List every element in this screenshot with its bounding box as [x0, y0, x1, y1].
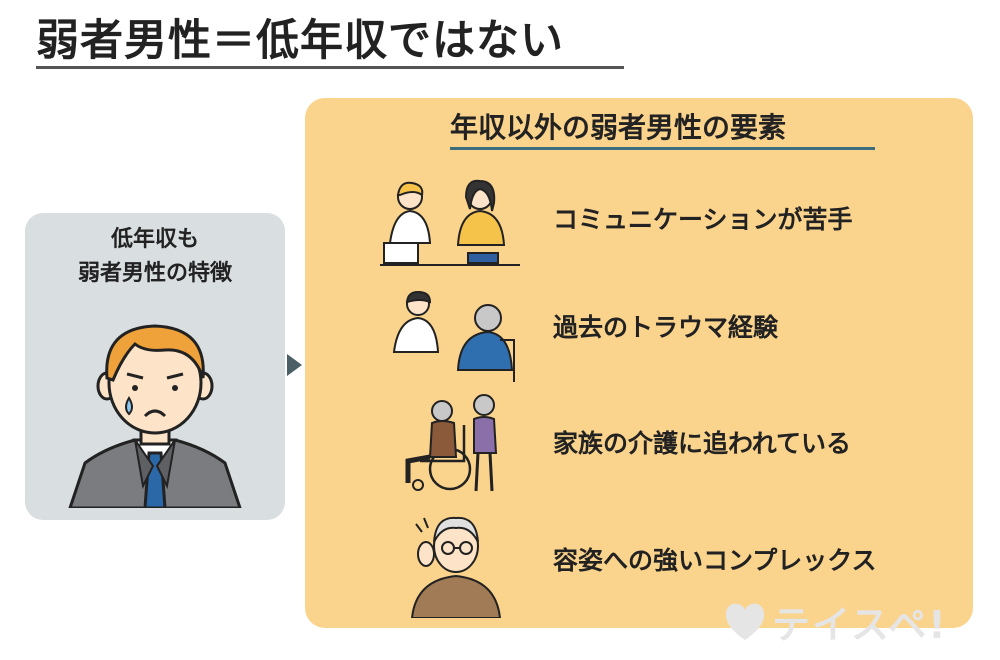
left-card-line1: 低年収も	[110, 227, 199, 252]
arrow-right-icon	[287, 354, 302, 376]
right-card-heading-underline	[450, 147, 875, 150]
list-item: 過去のトラウマ経験	[305, 290, 973, 390]
left-card-text: 低年収も 弱者男性の特徴	[25, 223, 285, 291]
left-card: 低年収も 弱者男性の特徴	[25, 213, 285, 520]
item-label: 家族の介護に追われている	[553, 429, 852, 458]
watermark-text: テイスペ!	[772, 603, 948, 647]
list-item: 容姿への強いコンプレックス	[305, 508, 973, 618]
wheelchair-care-icon	[405, 394, 498, 492]
right-card: 年収以外の弱者男性の要素 コミュニケーションが苦手	[305, 98, 973, 628]
item-label: 過去のトラウマ経験	[553, 313, 779, 342]
heart-pencil-icon	[725, 603, 765, 640]
conversation-people-icon	[380, 179, 520, 266]
item-label: 容姿への強いコンプレックス	[553, 546, 877, 575]
left-card-line2: 弱者男性の特徴	[77, 261, 232, 286]
title-underline	[36, 66, 624, 69]
right-card-heading: 年収以外の弱者男性の要素	[450, 111, 787, 144]
item-label: コミュニケーションが苦手	[553, 205, 853, 234]
list-item: 家族の介護に追われている	[305, 391, 973, 492]
list-item: コミュニケーションが苦手	[305, 173, 973, 273]
worried-elderly-man-icon	[410, 516, 502, 618]
counseling-icon	[392, 290, 515, 382]
watermark-logo: テイスペ!	[720, 588, 990, 648]
worried-man-icon	[68, 324, 242, 508]
page-title: 弱者男性＝低年収ではない	[36, 16, 564, 66]
